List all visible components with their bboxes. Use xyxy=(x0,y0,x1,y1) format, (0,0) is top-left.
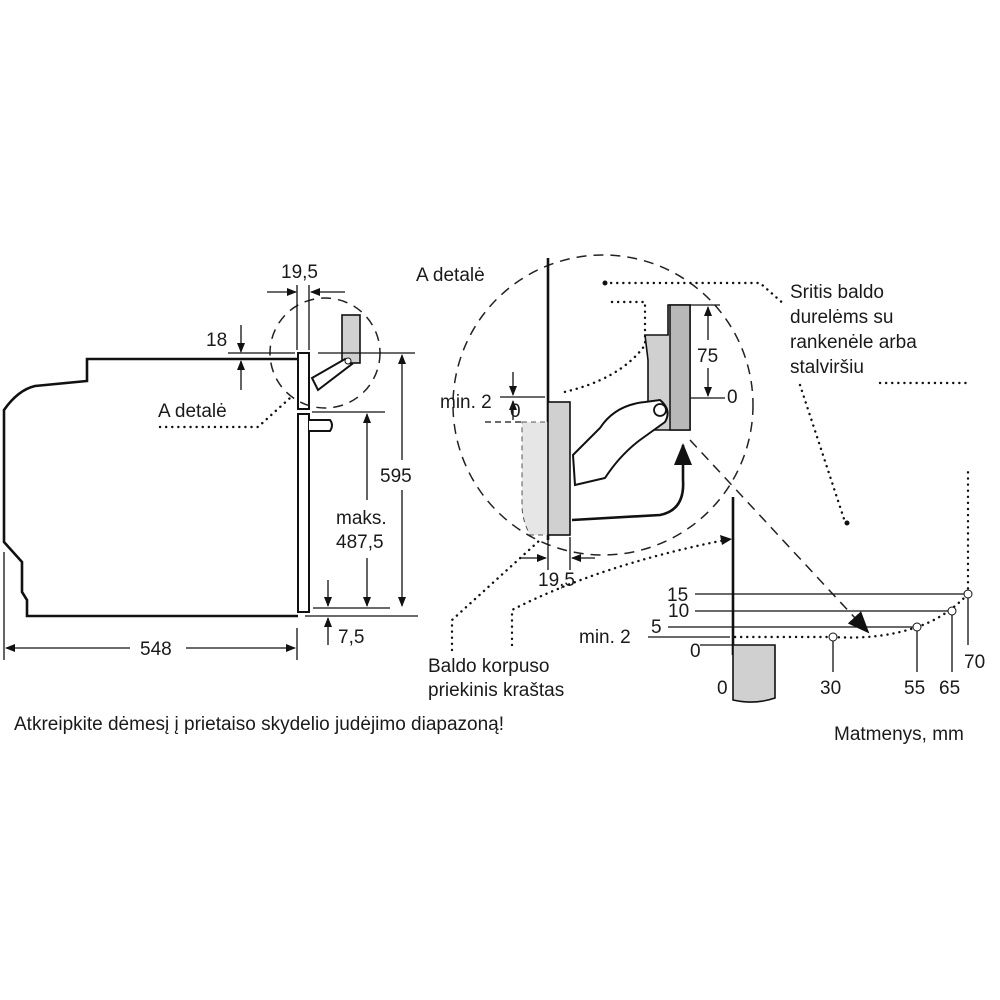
hinge-arm xyxy=(571,398,669,487)
area-note-line-4: stalviršiu xyxy=(790,357,864,378)
swing-envelope xyxy=(733,468,970,639)
x-label-65: 65 xyxy=(939,678,960,699)
cabinet-cross-section xyxy=(732,644,776,703)
area-note-line-1: Sritis baldo xyxy=(790,282,884,303)
x-label-0: 0 xyxy=(717,678,728,699)
swing-path-arrow xyxy=(571,443,692,522)
detail-a-label: A detalė xyxy=(158,401,227,422)
cabinet-edge-line-1: Baldo korpuso xyxy=(428,656,549,677)
area-note-line-2: durelėms su xyxy=(790,307,894,328)
y-label-5: 5 xyxy=(651,617,662,638)
oven-door-handle xyxy=(309,419,333,432)
oven-door xyxy=(297,413,310,613)
oven-body-outline xyxy=(2,357,298,618)
dim-0-left-label: 0 xyxy=(510,401,521,422)
swing-point-30 xyxy=(828,632,838,642)
oven-front-panel xyxy=(297,352,310,410)
y-label-10: 10 xyxy=(668,601,689,622)
dim-top-offset-label: 18 xyxy=(206,330,227,351)
dim-0-right-label: 0 xyxy=(727,387,738,408)
swing-point-65 xyxy=(947,606,957,616)
dim-bottom-label: 7,5 xyxy=(338,627,364,648)
area-note-leader xyxy=(603,281,787,307)
swing-chart: 15 10 5 min. 2 0 0 30 55 65 70 xyxy=(579,468,985,703)
y-label-min2: min. 2 xyxy=(579,627,631,648)
leader-dot xyxy=(602,280,608,286)
door-area-boundary xyxy=(558,300,647,395)
dim-min2-label: min. 2 xyxy=(440,392,492,413)
y-label-0: 0 xyxy=(690,641,701,662)
dim-gap-label: 19,5 xyxy=(538,570,575,591)
x-label-70: 70 xyxy=(964,652,985,673)
furniture-door-bracket xyxy=(341,314,361,364)
detail-a-leader xyxy=(158,396,292,429)
cabinet-edge-line-2: priekinis kraštas xyxy=(428,680,564,701)
swing-point-55 xyxy=(912,622,922,632)
hinge-pivot xyxy=(344,357,352,365)
dim-height-label: 595 xyxy=(380,466,412,487)
hinge-pivot xyxy=(653,403,667,417)
cabinet-edge-leader-2 xyxy=(510,538,727,647)
panel-movement-warning: Atkreipkite dėmesį į prietaiso skydelio … xyxy=(14,714,504,735)
x-label-30: 30 xyxy=(820,678,841,699)
units-note: Matmenys, mm xyxy=(834,724,964,745)
oven-panel xyxy=(547,401,571,536)
cabinet-edge-leader xyxy=(450,538,542,652)
area-note-line-3: rankenėle arba xyxy=(790,332,917,353)
detail-circle xyxy=(452,254,754,556)
leader-arrowhead xyxy=(720,535,732,545)
detail-title: A detalė xyxy=(416,265,485,286)
bracket-face xyxy=(669,304,691,431)
oven-panel-shadow xyxy=(521,421,549,536)
dim-top-gap-label: 19,5 xyxy=(281,262,318,283)
side-view: 19,5 18 A detalė 595 maks. 487,5 7,5 548 xyxy=(2,262,418,660)
swing-point-70 xyxy=(963,589,973,599)
detail-view: A detalė 75 0 min. 2 0 19,5 Sritis baldo… xyxy=(416,254,972,701)
area-note-leader-2 xyxy=(798,383,847,524)
dim-depth-label: 548 xyxy=(140,639,172,660)
x-label-55: 55 xyxy=(904,678,925,699)
leader-dot xyxy=(844,520,850,526)
dim-max-value: 487,5 xyxy=(336,532,384,553)
swing-direction-arrow xyxy=(689,439,870,634)
dim-max-label: maks. xyxy=(336,508,387,529)
hinge-arm xyxy=(310,357,354,392)
dim-75-label: 75 xyxy=(697,346,718,367)
y-label-15: 15 xyxy=(667,585,688,606)
